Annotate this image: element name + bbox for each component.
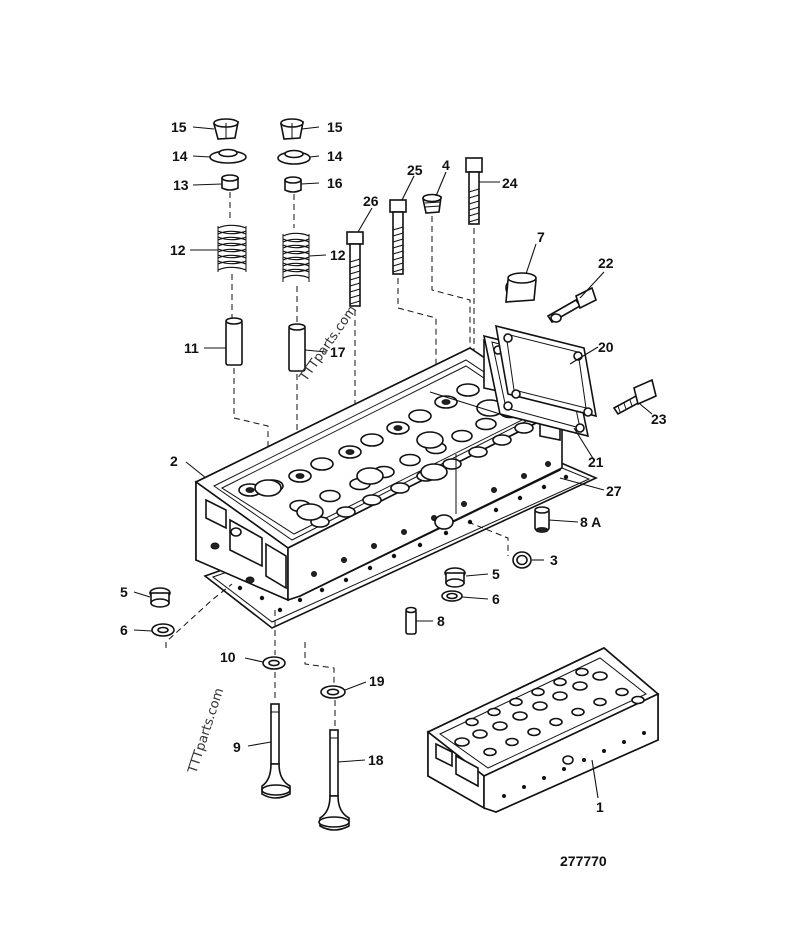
callout-20: 20	[598, 339, 614, 355]
valve-9	[261, 672, 291, 799]
end-plate	[494, 324, 598, 418]
valve-spring-left	[217, 224, 247, 272]
figure-number: 277770	[560, 853, 607, 869]
watermark-left: TTTparts.com	[185, 686, 227, 776]
callout-13: 13	[173, 177, 189, 193]
spring-cap-left	[209, 148, 247, 164]
callout-8a: 8 A	[580, 514, 601, 530]
watermark-top: TTTparts.com	[296, 303, 360, 385]
callout-22: 22	[598, 255, 614, 271]
callout-6-left: 6	[120, 622, 128, 638]
callout-9: 9	[233, 739, 241, 755]
stud-22	[546, 286, 597, 324]
valve-guide-left	[225, 317, 243, 366]
valve-guide-right	[288, 323, 306, 372]
callout-8: 8	[437, 613, 445, 629]
cylinder-head-main	[194, 339, 598, 629]
callout-labels: 15 15 14 14 13 16 12 12 11 17 26 25 4 24…	[120, 119, 667, 815]
callout-18: 18	[368, 752, 384, 768]
valve-oil-seal-right	[284, 176, 302, 193]
front-face-ports	[205, 498, 287, 590]
callout-24: 24	[502, 175, 518, 191]
callout-27: 27	[606, 483, 622, 499]
valve-collet-left	[212, 118, 239, 140]
spring-cap-right	[277, 149, 311, 165]
callout-6-right: 6	[492, 591, 500, 607]
callout-14-left: 14	[172, 148, 188, 164]
washer-6-right	[441, 590, 463, 602]
dowel-8	[405, 606, 417, 635]
callout-2: 2	[170, 453, 178, 469]
plug-4	[422, 193, 471, 392]
callout-5-left: 5	[120, 584, 128, 600]
callout-11: 11	[184, 340, 199, 356]
callout-10: 10	[220, 649, 236, 665]
valve-collet-right	[280, 118, 304, 140]
assembled-head-inset	[426, 647, 660, 813]
plug-5-right	[444, 567, 466, 588]
callout-14-right: 14	[327, 148, 343, 164]
callout-12-left: 12	[170, 242, 186, 258]
callout-7: 7	[537, 229, 545, 245]
callout-15-left: 15	[171, 119, 187, 135]
callout-25: 25	[407, 162, 423, 178]
core-plug-7	[505, 272, 537, 303]
callout-17: 17	[330, 344, 346, 360]
valve-oil-seal-left	[221, 174, 239, 191]
callout-4: 4	[442, 157, 450, 173]
dowel-8a	[534, 506, 550, 533]
side-face-holes	[311, 454, 551, 577]
seat-ring-19	[320, 685, 346, 699]
head-bolt-26	[346, 231, 364, 420]
bolt-23	[612, 378, 657, 416]
plug-5-left	[149, 587, 171, 608]
callout-12-right: 12	[330, 247, 346, 263]
valve-spring-right	[282, 232, 310, 282]
valve-train-left	[209, 118, 269, 480]
valve-18	[318, 700, 350, 831]
seat-ring-10	[262, 656, 286, 670]
callout-26: 26	[363, 193, 379, 209]
callout-1: 1	[596, 799, 604, 815]
washer-6-left	[151, 623, 175, 637]
ring-3	[512, 551, 532, 569]
callout-5-right: 5	[492, 566, 500, 582]
callout-23: 23	[651, 411, 667, 427]
leader-lines	[133, 126, 653, 799]
callout-16: 16	[327, 175, 343, 191]
callout-15-right: 15	[327, 119, 343, 135]
callout-3: 3	[550, 552, 558, 568]
callout-21: 21	[588, 454, 604, 470]
valve-train-right	[277, 118, 311, 474]
callout-19: 19	[369, 673, 385, 689]
